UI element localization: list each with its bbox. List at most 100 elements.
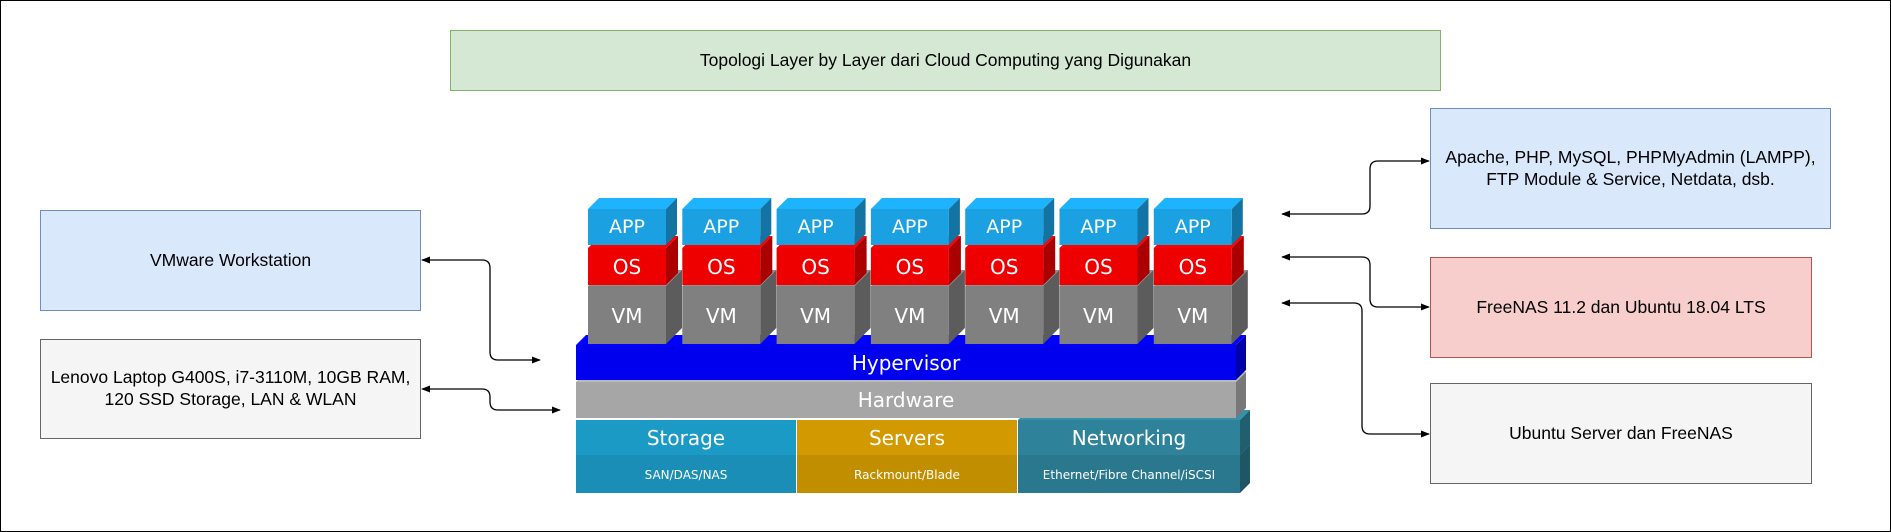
hardware-layer-front [576, 382, 1236, 418]
apps-box-text: Apache, PHP, MySQL, PHPMyAdmin (LAMPP), … [1445, 146, 1816, 189]
vm-block-1-side [760, 270, 777, 344]
app-block-3-front [870, 209, 949, 245]
app-label-6: APP [1175, 216, 1211, 238]
app-label-2: APP [798, 216, 834, 238]
vm-block-2-side [854, 270, 871, 344]
vm-label-1: VM [706, 304, 737, 328]
diagram-title: Topologi Layer by Layer dari Cloud Compu… [450, 30, 1441, 91]
infra-0-label: Storage [647, 426, 725, 450]
app-block-5-front [1059, 209, 1138, 245]
diagram-title-text: Topologi Layer by Layer dari Cloud Compu… [699, 49, 1192, 70]
laptop-box-text: Lenovo Laptop G400S, i7-3110M, 10GB RAM,… [50, 367, 411, 409]
vm-block-0-side [666, 270, 682, 344]
connector-laptop-hardware [421, 385, 561, 414]
infra-2-label: Networking [1072, 426, 1186, 450]
infra-0-sub-block [576, 455, 796, 493]
app-block-0-top [588, 198, 677, 209]
app-block-6-side [1231, 198, 1243, 245]
infra-2-sub-block-front [1018, 455, 1240, 493]
vm-block-3-side [948, 270, 965, 344]
os-info-box: FreeNAS 11.2 dan Ubuntu 18.04 LTS [1430, 257, 1812, 358]
vm-info-box-text: Ubuntu Server dan FreeNAS [1509, 422, 1733, 443]
app-label-3: APP [892, 216, 928, 238]
app-block-0 [588, 198, 677, 245]
infra-2-sub-label: Ethernet/Fibre Channel/iSCSI [1043, 468, 1215, 482]
vm-label-6: VM [1177, 304, 1208, 328]
os-block-0-side [666, 236, 678, 285]
app-label-1: APP [703, 216, 739, 238]
infra-2-sub-block-side [1240, 445, 1250, 493]
os-block-1-front [682, 248, 761, 285]
vm-label-3: VM [894, 304, 925, 328]
hardware-label: Hardware [858, 388, 955, 412]
os-block-3-front [870, 248, 949, 285]
os-block-6-side [1231, 236, 1244, 285]
infra-1-label: Servers [869, 426, 945, 450]
vm-block-3-front [870, 286, 949, 344]
app-block-5-side [1137, 198, 1149, 245]
laptop-box: Lenovo Laptop G400S, i7-3110M, 10GB RAM,… [40, 339, 421, 439]
vm-label-0: VM [612, 304, 643, 328]
vm-block-5-side [1137, 270, 1154, 344]
vm-block-4-front [965, 286, 1044, 344]
app-block-0-side [666, 198, 677, 245]
vm-block-1-front [682, 286, 761, 344]
apps-box: Apache, PHP, MySQL, PHPMyAdmin (LAMPP), … [1430, 108, 1831, 229]
infra-1-sub-block-front [797, 455, 1017, 493]
app-block-4-front [965, 209, 1044, 245]
app-block-0-front [588, 209, 666, 245]
vm-block-5-front [1059, 286, 1138, 344]
infra-0-sub-label: SAN/DAS/NAS [645, 468, 728, 482]
app-block-4 [965, 198, 1055, 245]
app-block-4-side [1043, 198, 1055, 245]
os-block-3-side [948, 236, 961, 285]
app-block-3-side [948, 198, 960, 245]
os-block-5-front [1059, 248, 1138, 285]
os-block-4-front [965, 248, 1044, 285]
vmware-box-text: VMware Workstation [149, 249, 312, 270]
infra-2-block-front [1018, 420, 1240, 455]
infra-1-block [797, 420, 1017, 455]
os-block-6-front [1153, 248, 1232, 285]
app-block-4-top [965, 198, 1055, 209]
vmware-box: VMware Workstation [40, 210, 421, 311]
vm-block-6-side [1231, 270, 1248, 344]
app-block-2 [776, 198, 866, 245]
hypervisor-layer-front [576, 345, 1236, 380]
infra-1-sub-block [797, 455, 1017, 493]
os-block-2-side [854, 236, 867, 285]
vm-block-4-side [1043, 270, 1060, 344]
infra-1-sub-label: Rackmount/Blade [854, 468, 960, 482]
app-block-2-front [776, 209, 855, 245]
vm-label-5: VM [1083, 304, 1114, 328]
connector-os-osinfo [1281, 253, 1430, 311]
infra-0-block [576, 420, 796, 455]
vm-info-box: Ubuntu Server dan FreeNAS [1430, 383, 1812, 484]
os-block-0-front [588, 248, 666, 285]
connector-vm-vminfo [1281, 299, 1430, 438]
os-block-5-side [1137, 236, 1150, 285]
os-label-2: OS [801, 255, 829, 279]
app-block-3 [870, 198, 960, 245]
app-block-2-side [854, 198, 866, 245]
hypervisor-layer-side [1236, 335, 1246, 380]
app-block-2-top [776, 198, 866, 209]
os-block-4-side [1043, 236, 1056, 285]
app-block-1 [682, 198, 772, 245]
os-info-box-text: FreeNAS 11.2 dan Ubuntu 18.04 LTS [1476, 296, 1766, 317]
connector-vmware-hypervisor [421, 256, 541, 364]
infra-2-block-side [1240, 410, 1250, 455]
app-block-6-top [1153, 198, 1243, 209]
os-label-5: OS [1084, 255, 1112, 279]
app-label-4: APP [986, 216, 1022, 238]
app-block-1-front [682, 209, 761, 245]
os-block-1-side [760, 236, 773, 285]
app-block-1-side [760, 198, 772, 245]
os-label-6: OS [1179, 255, 1207, 279]
os-block-2-front [776, 248, 855, 285]
infra-0-block-front [576, 420, 796, 455]
os-label-1: OS [707, 255, 735, 279]
